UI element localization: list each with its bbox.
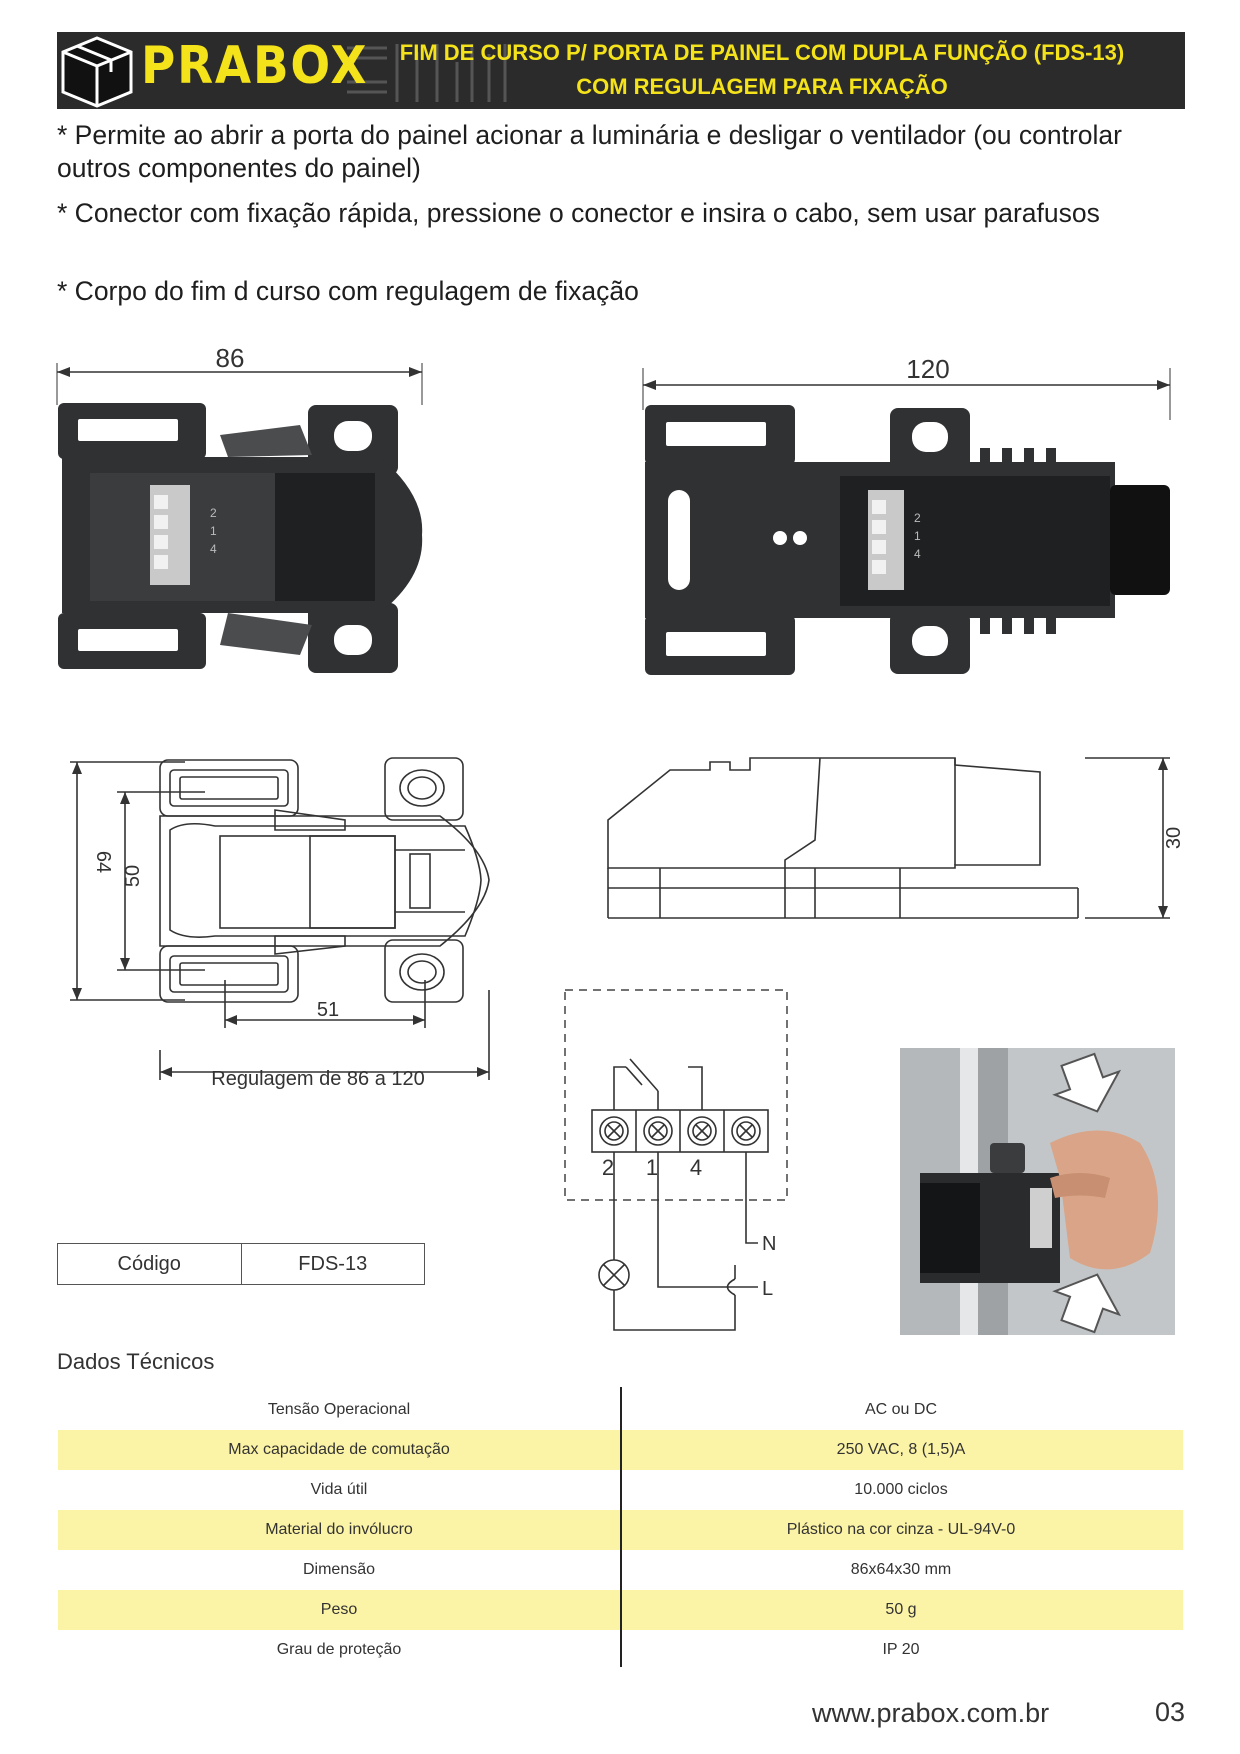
terminal-4: 4 (690, 1155, 702, 1180)
terminal-label: 2 (210, 506, 217, 520)
page-number: 03 (1155, 1697, 1186, 1727)
dim-64-label: 64 (92, 851, 114, 873)
tech-value: 10.000 ciclos (854, 1481, 948, 1498)
dim-51-label: 51 (317, 999, 339, 1021)
tech-value: 50 g (885, 1601, 917, 1618)
tech-label: Tensão Operacional (267, 1401, 411, 1418)
tech-label: Peso (320, 1601, 358, 1618)
table-row: Dimensão 86x64x30 mm (58, 1550, 1183, 1590)
bullet-2: * Conector com fixação rápida, pressione… (57, 198, 1100, 228)
code-table: Código FDS-13 (57, 1243, 425, 1285)
terminal-label: 4 (210, 542, 217, 556)
adjust-caption: Regulagem de 86 a 120 (211, 1068, 425, 1090)
dim-86-label: 86 (216, 345, 245, 373)
cube-logo-icon (61, 36, 133, 108)
tech-value: Plástico na cor cinza - UL-94V-0 (786, 1521, 1016, 1538)
terminal-2: 2 (602, 1155, 614, 1180)
tech-value: 250 VAC, 8 (1,5)A (836, 1441, 966, 1458)
tech-value: 86x64x30 mm (850, 1561, 952, 1578)
installation-photo (900, 1048, 1175, 1335)
dim-50-label: 50 (122, 865, 144, 887)
neutral-label: N (762, 1233, 776, 1255)
tech-label: Vida útil (310, 1481, 368, 1498)
side-view-drawing: 30 (607, 757, 1185, 919)
product-photo-closed: 86 2 1 4 (56, 345, 423, 673)
dim-30-label: 30 (1163, 827, 1185, 849)
header-title-line1: FIM DE CURSO P/ PORTA DE PAINEL COM DUPL… (399, 40, 1125, 65)
brand-name: PRABOX (141, 36, 369, 96)
table-row: Vida útil 10.000 ciclos (58, 1470, 1183, 1510)
bullet-1: * Permite ao abrir a porta do painel aci… (57, 120, 1122, 183)
header-banner: PRABOX FIM DE CURSO P/ PORTA DE PAINEL C… (57, 32, 1185, 109)
tech-label: Max capacidade de comutação (228, 1441, 450, 1458)
table-divider (620, 1387, 622, 1667)
terminal-label: 1 (914, 529, 921, 543)
line-label: L (762, 1278, 773, 1300)
tech-value: IP 20 (882, 1641, 920, 1658)
bullet-3: * Corpo do fim d curso com regulagem de … (57, 276, 639, 306)
tech-label: Dimensão (302, 1561, 376, 1578)
terminal-label: 2 (914, 511, 921, 525)
code-value: FDS-13 (298, 1252, 368, 1275)
tech-label: Material do invólucro (265, 1521, 413, 1538)
terminal-label: 4 (914, 547, 921, 561)
product-photo-extended: 120 2 1 4 (642, 354, 1171, 675)
header-title-line2: COM REGULAGEM PARA FIXAÇÃO (576, 74, 948, 99)
tech-value: AC ou DC (864, 1401, 938, 1418)
table-row: Tensão Operacional AC ou DC (58, 1390, 1183, 1430)
table-row: Grau de proteção IP 20 (58, 1630, 1183, 1670)
website-link[interactable]: www.prabox.com.br (812, 1698, 1050, 1728)
top-view-drawing: 64 50 51 Regulagem de 86 a 120 (70, 757, 490, 1090)
code-label: Código (58, 1244, 242, 1284)
wiring-diagram: 2 1 4 N L (564, 989, 788, 1331)
header-decoration (347, 44, 507, 102)
tech-data-title: Dados Técnicos (57, 1349, 215, 1374)
tech-label: Grau de proteção (276, 1641, 402, 1658)
terminal-1: 1 (646, 1155, 658, 1180)
dim-120-label: 120 (906, 354, 949, 384)
terminal-label: 1 (210, 524, 217, 538)
